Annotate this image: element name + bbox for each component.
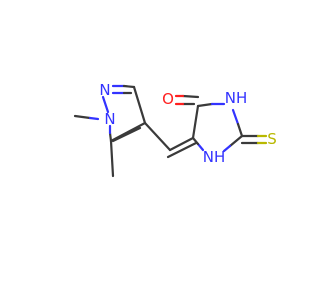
bond-c4-c5 — [109, 121, 147, 143]
bond-c5i-c4i — [191, 104, 200, 140]
bond-c4i-n3 — [196, 102, 226, 108]
bond-c4-ch — [143, 121, 172, 152]
bond-c3-c4 — [132, 85, 147, 125]
atom-thione-s: S — [267, 130, 277, 148]
bond-ch-c5i — [166, 136, 198, 159]
molecule-structure: N N NH NH O S — [73, 81, 277, 178]
bond-n2-c3 — [111, 84, 136, 95]
atom-ring-n1: NH — [203, 148, 226, 166]
bond-c5-methyl — [109, 139, 115, 178]
atom-carbonyl-o: O — [162, 90, 174, 108]
bond-n3-c2 — [231, 108, 244, 138]
bond-n1i-c5i — [191, 136, 205, 152]
bond-n1-methyl — [73, 114, 100, 121]
atom-pyrazole-n1: N — [104, 110, 115, 128]
molecule-canvas: N N NH NH O S — [73, 81, 277, 178]
bond-c2-n1i — [222, 134, 244, 153]
bond-c4i-o — [174, 94, 200, 106]
atom-pyrazole-n2: N — [99, 81, 110, 99]
bond-n2-n1 — [101, 95, 110, 114]
bond-c2-s — [240, 134, 268, 145]
atom-ring-n3: NH — [225, 89, 248, 107]
bond-c5-n1 — [108, 124, 113, 143]
